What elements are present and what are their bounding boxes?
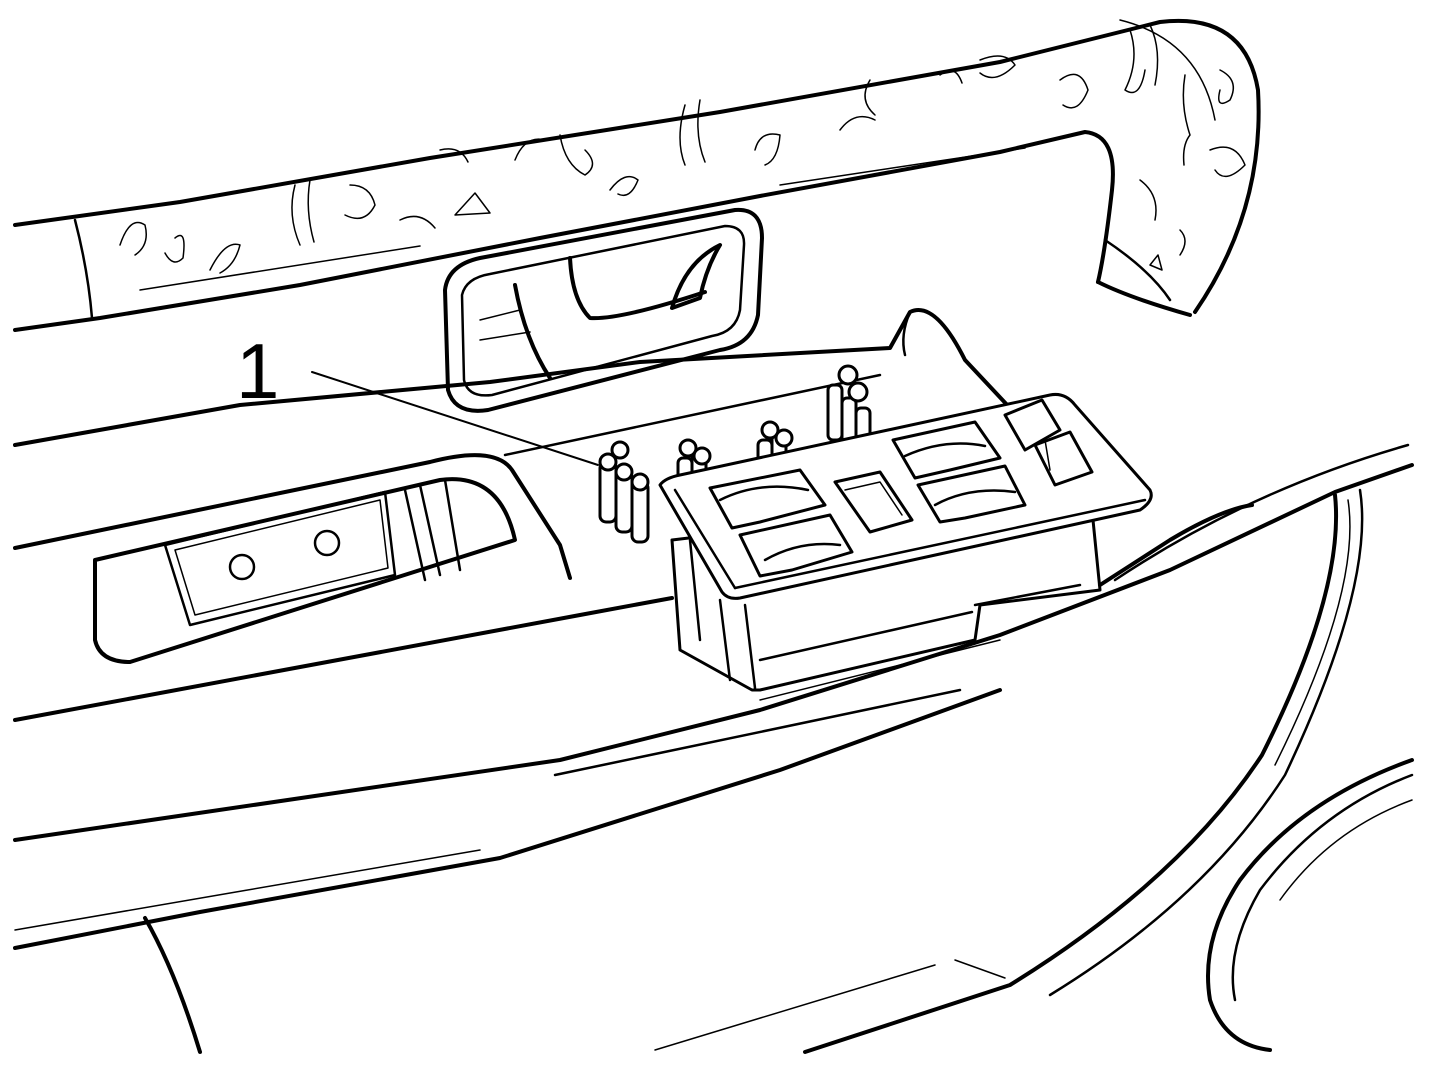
grab-handle	[13, 18, 1261, 332]
switch-button-front-left	[708, 468, 827, 530]
power-window-switch	[658, 393, 1153, 692]
wood-grain-texture	[119, 24, 1246, 274]
callout-1: 1	[236, 327, 599, 466]
switch-button-front-right	[891, 420, 1002, 480]
mirror-button-lower	[1033, 430, 1094, 487]
lock-button	[833, 470, 914, 534]
mirror-button-upper	[1003, 398, 1062, 452]
door-pocket	[13, 453, 572, 664]
door-handle	[443, 207, 764, 413]
door-panel-body	[13, 443, 1414, 1054]
switch-button-rear-right	[916, 464, 1027, 524]
switch-button-rear-left	[738, 513, 854, 578]
callout-1-label: 1	[236, 327, 279, 415]
callout-1-leader	[311, 371, 599, 466]
switch-panel-recess	[13, 308, 1012, 457]
